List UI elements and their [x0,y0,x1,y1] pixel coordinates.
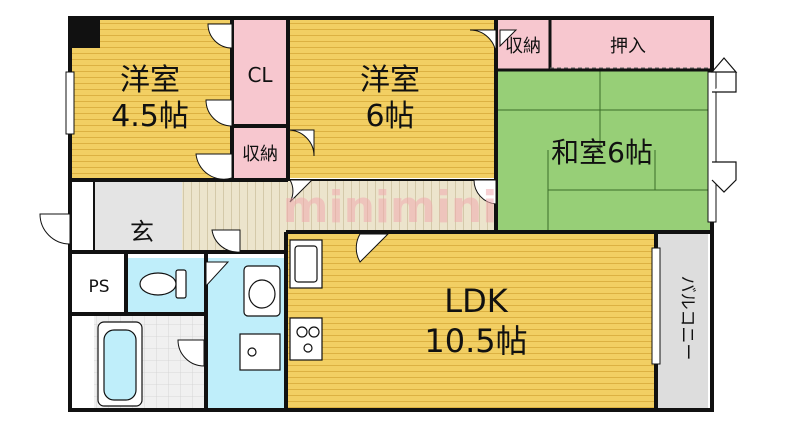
closet-cl-label: CL [247,63,273,87]
washbasin [243,265,281,317]
western-room-large-floor [288,20,496,178]
oshiire-label: 押入 [610,36,646,57]
bathtub [97,321,143,407]
stove [289,317,323,361]
ps-label: PS [88,277,109,297]
bay-window [710,57,738,193]
japanese-room-label: 和室6帖 [551,136,653,169]
toilet [139,269,187,299]
western-room-small-size: 4.5帖 [111,99,189,134]
storage-top-label: 収納 [505,36,541,57]
ldk-size: 10.5帖 [424,322,527,360]
ldk-name: LDK [444,282,508,320]
washing-machine-pan [239,333,281,371]
tatami-lines [496,70,710,230]
storage-small-label: 収納 [242,144,278,165]
balcony [656,232,708,410]
japanese-room-floor [496,70,710,230]
western-room-small-name: 洋室 [120,63,180,98]
storage-small [232,126,288,178]
balcony-label: バルコニー [677,276,697,361]
door-swings [39,23,518,367]
storage-top [496,20,550,70]
kitchen-sink [289,239,323,289]
closet-cl [232,20,288,126]
watermark-text: minimini [283,182,498,233]
column [70,18,100,48]
oshiire [550,20,710,70]
entrance-area [94,182,182,250]
western-room-large-name: 洋室 [360,63,420,98]
ldk-floor [288,232,654,410]
entrance-label: 玄 [130,218,154,246]
western-room-large-size: 6帖 [365,99,414,134]
